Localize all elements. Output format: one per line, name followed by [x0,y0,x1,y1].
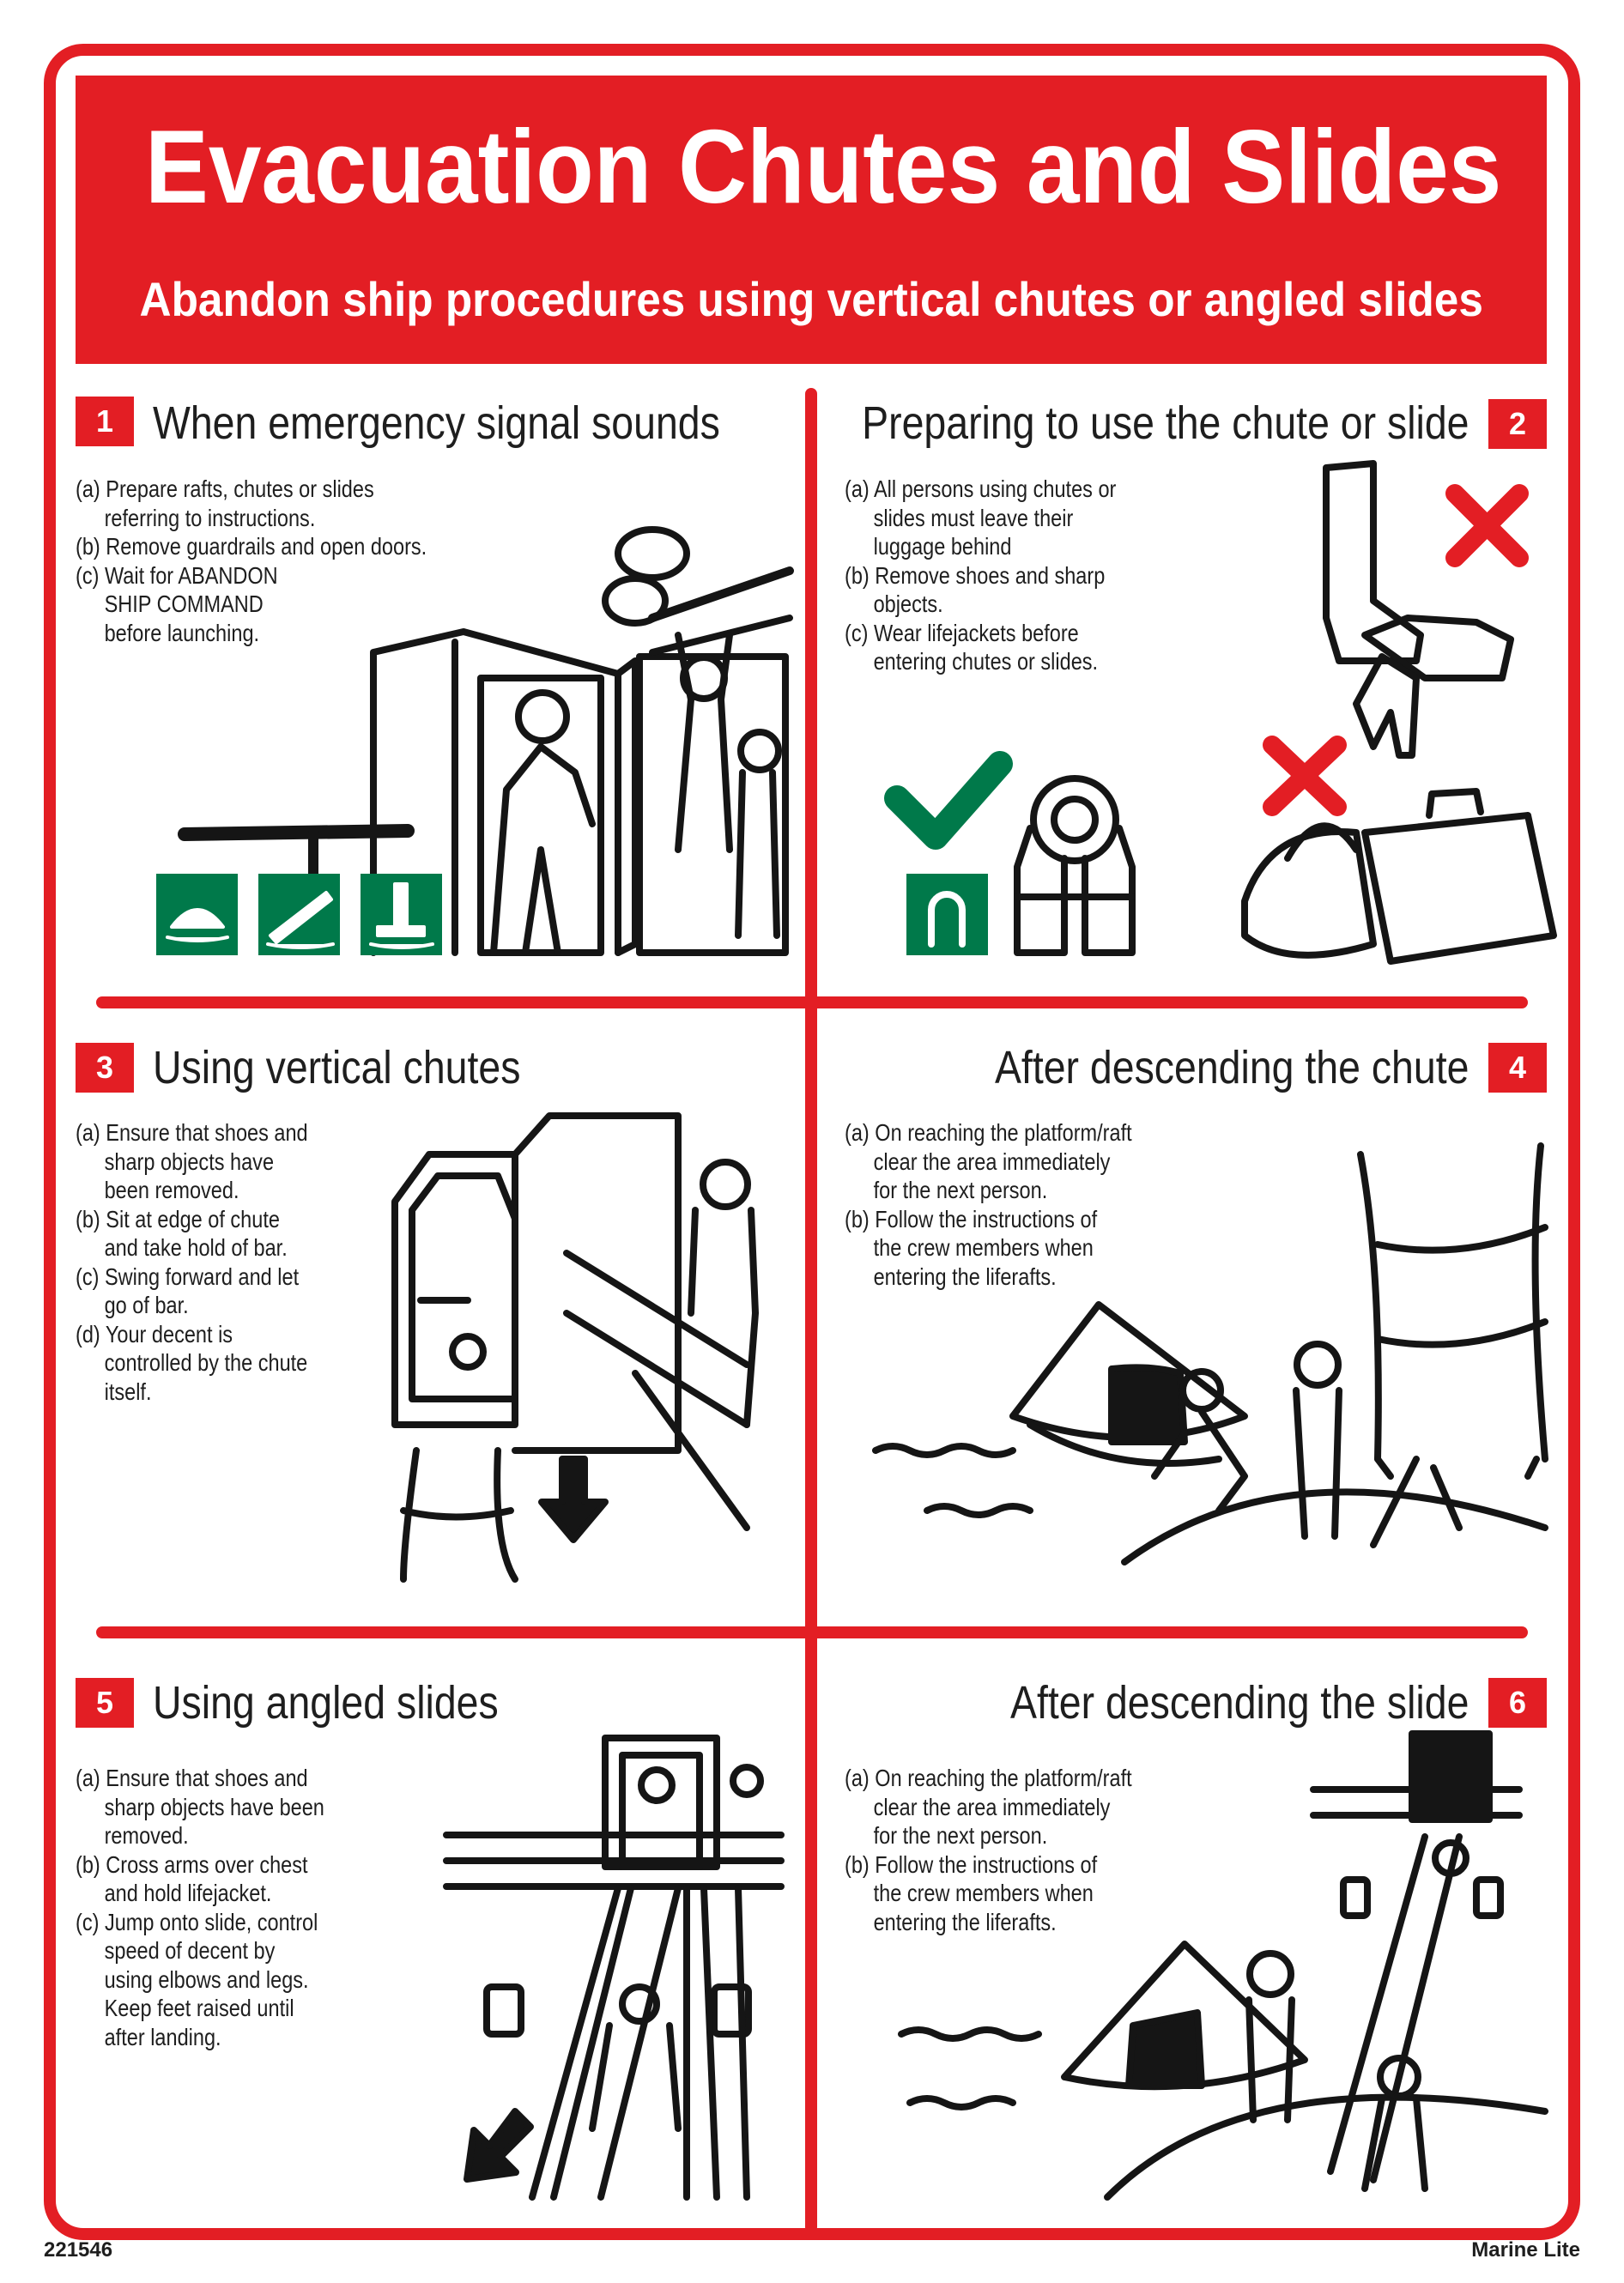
step-text-1: (a) Prepare rafts, chutes or slides refe… [76,475,451,647]
step-badge-3: 3 [76,1043,134,1093]
step-item: (d) Your decent is controlled by the chu… [76,1320,308,1405]
step-item: (b) Follow the instructions of the crew … [845,1850,1098,1935]
step-text-4: (a) On reaching the platform/raft clear … [845,1118,1133,1291]
checkmark-icon [884,751,1013,850]
step-text-6: (a) On reaching the platform/raft clear … [845,1764,1133,1936]
horizontal-divider [96,996,1528,1008]
step-text-5: (a) Ensure that shoes and sharp objects … [76,1764,328,2051]
vertical-chute-illustration [391,1112,759,1583]
step-heading-2: Preparing to use the chute or slide [861,397,1469,449]
step-heading-6: After descending the slide [1009,1677,1469,1729]
step-item: (b) Sit at edge of chute and take hold o… [76,1205,288,1262]
luggage-icon [1241,788,1557,965]
shoes-icon [1323,460,1514,759]
step-badge-6: 6 [1488,1678,1547,1728]
step-item: (c) Wait for ABANDON SHIP COMMAND before… [76,561,278,646]
step-heading-4: After descending the chute [994,1042,1469,1093]
preparation-illustration [884,460,1557,965]
lifejacket-icon [1014,775,1136,956]
step-item: (c) Swing forward and let go of bar. [76,1263,300,1319]
sign-subtitle-row: Abandon ship procedures using vertical c… [76,271,1547,328]
step-text-3: (a) Ensure that shoes and sharp objects … [76,1118,313,1406]
header-band: Evacuation Chutes and Slides Abandon shi… [76,76,1547,364]
step-item: (b) Cross arms over chest and hold lifej… [76,1850,308,1907]
step-item: (c) Wear lifejackets before entering chu… [845,619,1099,675]
step-item: (a) Ensure that shoes and sharp objects … [76,1119,308,1203]
brand-name: Marine Lite [1471,2238,1580,2262]
horizontal-divider [96,1626,1528,1638]
sign-border [44,44,1580,2240]
step-item: (a) All persons using chutes or slides m… [845,475,1117,560]
sign-title-row: Evacuation Chutes and Slides [76,106,1547,227]
step-heading-1: When emergency signal sounds [153,397,720,449]
step-item: (a) On reaching the platform/raft clear … [845,1765,1132,1849]
step-badge-1: 1 [76,397,134,446]
safety-signs [156,874,442,955]
arrow-down-icon [538,1456,609,1543]
angled-slide-illustration [443,1735,785,2201]
lifejacket-sign-icon [906,874,988,955]
step-item: (b) Remove shoes and sharp objects. [845,561,1106,618]
cross-icon [1263,484,1529,816]
step-item: (a) Ensure that shoes and sharp objects … [76,1765,324,1849]
step-item: (a) On reaching the platform/raft clear … [845,1119,1132,1203]
arrow-down-left-icon [464,2108,534,2183]
step-item: (b) Follow the instructions of the crew … [845,1205,1098,1290]
step-heading-3: Using vertical chutes [153,1042,521,1093]
sign-title: Evacuation Chutes and Slides [145,108,1502,225]
step-item: (c) Jump onto slide, control speed of de… [76,1908,318,2050]
slide-raft-illustration [898,1730,1548,2201]
vertical-divider [805,388,817,2233]
sign-subtitle: Abandon ship procedures using vertical c… [139,272,1483,326]
crew-preparing-illustration [178,526,794,956]
step-text-2: (a) All persons using chutes or slides m… [845,475,1126,676]
product-code: 221546 [44,2238,113,2262]
step-item: (b) Remove guardrails and open doors. [76,533,427,560]
step-badge-2: 2 [1488,399,1547,449]
step-heading-5: Using angled slides [153,1677,499,1729]
step-badge-5: 5 [76,1678,134,1728]
step-item: (a) Prepare rafts, chutes or slides refe… [76,475,374,531]
chute-raft-illustration [872,1142,1548,1565]
step-badge-4: 4 [1488,1043,1547,1093]
